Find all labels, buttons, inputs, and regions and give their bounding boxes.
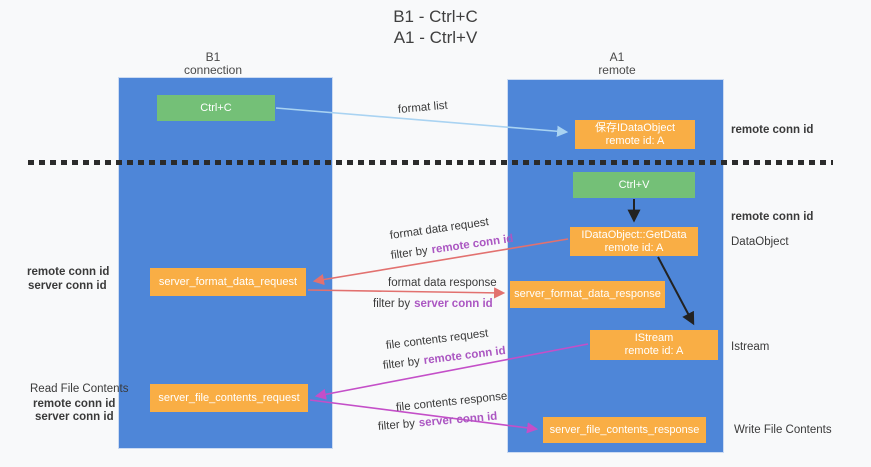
dataobject-label: DataObject (731, 236, 789, 248)
istream-side-label: Istream (731, 341, 770, 353)
write-file-contents-label: Write File Contents (734, 424, 832, 436)
filter-by-prefix: filter by (382, 355, 421, 372)
left-server-conn-id-label-2: server conn id (35, 411, 114, 423)
server-file-contents-request-label: server_file_contents_request (158, 391, 300, 404)
server-file-contents-response-box: server_file_contents_response (543, 417, 706, 443)
left-remote-conn-id-label-1: remote conn id (27, 266, 110, 278)
filter-by-prefix: filter by (373, 298, 411, 310)
save-idataobject-box: 保存IDataObject remote id: A (575, 120, 695, 149)
server-file-contents-request-box: server_file_contents_request (150, 384, 308, 412)
server-format-data-response-box: server_format_data_response (510, 281, 665, 308)
right-column-name: A1 (609, 50, 625, 64)
right-remote-conn-id-label-1: remote conn id (731, 124, 814, 136)
getdata-line1: IDataObject::GetData (581, 228, 687, 241)
ctrl-v-box: Ctrl+V (573, 172, 695, 198)
read-file-contents-label: Read File Contents (30, 383, 129, 395)
save-idataobject-line1: 保存IDataObject (594, 121, 676, 134)
remote-conn-id-text: remote conn id (423, 344, 507, 367)
right-remote-conn-id-label-2: remote conn id (731, 211, 814, 223)
title-line-1: B1 - Ctrl+C (393, 7, 478, 26)
ctrl-v-label: Ctrl+V (618, 178, 650, 191)
filter-by-prefix: filter by (390, 244, 429, 262)
left-column-role: connection (183, 63, 243, 77)
istream-line2: remote id: A (624, 345, 684, 357)
ctrl-c-box: Ctrl+C (157, 95, 275, 121)
title-line-2: A1 - Ctrl+V (393, 28, 478, 47)
server-conn-id-text: server conn id (418, 410, 498, 430)
format-list-label: format list (397, 99, 449, 116)
server-file-contents-response-label: server_file_contents_response (549, 423, 700, 436)
arrow-format-data-response (307, 287, 506, 299)
server-conn-id-text: server conn id (414, 298, 493, 310)
istream-line1: IStream (634, 332, 674, 344)
diagram-title: B1 - Ctrl+C A1 - Ctrl+V (0, 6, 871, 48)
ctrl-c-label: Ctrl+C (200, 101, 232, 114)
right-column-role: remote (598, 63, 636, 77)
left-column-name: B1 (205, 50, 221, 64)
left-server-conn-id-label-1: server conn id (28, 280, 107, 292)
server-format-data-response-label: server_format_data_response (514, 288, 661, 300)
idataobject-getdata-box: IDataObject::GetData remote id: A (570, 227, 698, 256)
remote-conn-id-text: remote conn id (430, 232, 515, 257)
server-format-data-request-box: server_format_data_request (150, 268, 306, 296)
save-idataobject-line2: remote id: A (605, 134, 665, 147)
left-remote-conn-id-label-2: remote conn id (33, 398, 116, 410)
left-column-header: B1 connection (153, 51, 273, 77)
filter-by-prefix: filter by (377, 417, 416, 433)
server-format-data-request-label: server_format_data_request (158, 275, 298, 288)
right-column-header: A1 remote (557, 51, 677, 77)
format-data-response-label: format data response (388, 277, 497, 289)
istream-box: IStream remote id: A (590, 330, 718, 360)
getdata-line2: remote id: A (604, 241, 664, 254)
phase-divider-dashed-line (28, 160, 833, 165)
